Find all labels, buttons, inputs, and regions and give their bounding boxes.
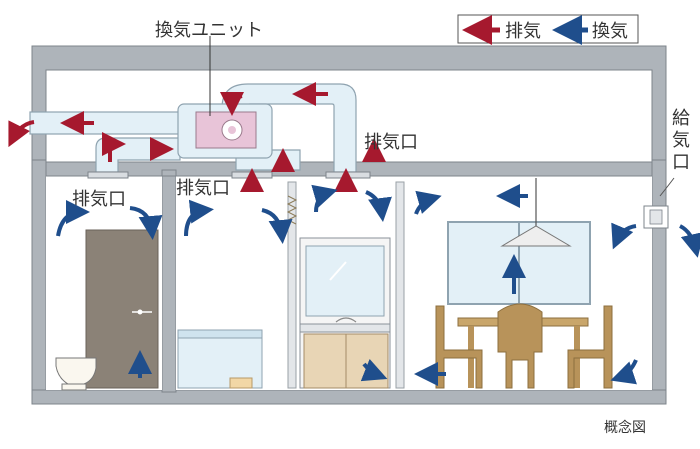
ventilation-arrow-icon [311, 184, 338, 213]
ventilation-arrow-icon [261, 208, 293, 244]
fresh-air-arrows [56, 184, 700, 386]
exhaust-grille-toilet [87, 171, 129, 179]
unit-label: 換気ユニット [155, 20, 263, 41]
ventilation-arrow-icon [679, 224, 700, 258]
ventilation-arrow-icon [610, 359, 638, 385]
exhaust-port-label-toilet: 排気口 [72, 189, 126, 210]
mirror-icon [305, 245, 385, 317]
exhaust-port-label-washroom: 排気口 [364, 132, 418, 153]
exhaust-arrow-icon [101, 132, 126, 162]
bathroom [177, 181, 298, 389]
ventilation-arrow-icon [129, 206, 163, 240]
ventilation-unit: 換気ユニット [155, 20, 273, 159]
ventilation-arrow-icon [414, 190, 442, 215]
toilet-door [85, 229, 159, 389]
chair-icon [435, 305, 483, 389]
ventilation-arrow-icon [56, 200, 90, 237]
exhaust-port-label-bath: 排気口 [176, 178, 230, 199]
legend: 排気 換気 [457, 14, 639, 45]
ventilation-arrow-icon [360, 358, 388, 382]
exhaust-arrow-icon [220, 91, 245, 116]
supply-port-label: 給 気 口 [672, 108, 690, 173]
ventilation-arrow-icon [365, 190, 392, 222]
supply-port-char-1: 給 [672, 108, 690, 129]
chair-icon [567, 305, 613, 389]
exhaust-arrows [8, 82, 386, 192]
legend-ventilation-label: 換気 [592, 21, 628, 42]
supply-port-char-2: 気 [672, 130, 690, 151]
concept-label: 概念図 [604, 419, 646, 436]
supply-vent [643, 205, 669, 229]
supply-port-char-3: 口 [672, 152, 690, 173]
chair-icon [497, 303, 543, 389]
legend-exhaust-label: 排気 [505, 21, 541, 42]
exhaust-outside-arrow-icon [8, 120, 35, 148]
ventilation-arrow-icon [611, 222, 637, 250]
bath-stool-icon [229, 377, 253, 389]
supply-port-pointer [659, 177, 675, 197]
washroom [299, 181, 405, 389]
exhaust-duct-outlet [29, 111, 181, 135]
pendant-lamp-icon [500, 225, 572, 247]
faucet-icon [335, 317, 357, 323]
ventilation-arrow-icon [184, 199, 214, 237]
